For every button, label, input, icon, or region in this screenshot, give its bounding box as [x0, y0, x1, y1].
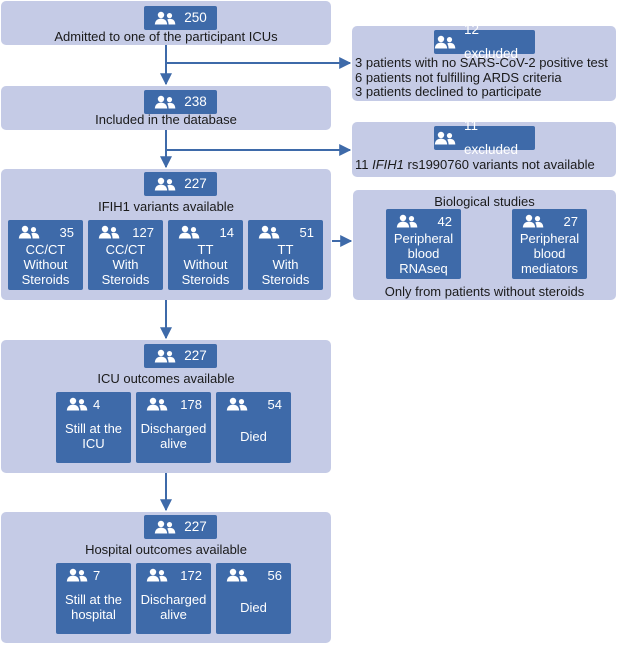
- group-count: 51: [299, 225, 314, 240]
- gene-name: IFIH1: [372, 157, 404, 172]
- hospital-item: 172 Discharged alive: [136, 563, 211, 634]
- icu-item-count: 178: [180, 397, 202, 412]
- people-icon: [154, 349, 176, 363]
- hospital-item-count: 56: [267, 568, 282, 583]
- excluded1-reason-2: 6 patients not fulfilling ARDS criteria: [355, 70, 562, 85]
- icu-item: 54 Died: [216, 392, 291, 463]
- bio-footer: Only from patients without steroids: [384, 284, 585, 299]
- people-icon: [154, 177, 176, 191]
- included-box: 238 Included in the database: [1, 86, 331, 130]
- hospital-item-label: Discharged alive: [140, 592, 207, 622]
- group-label: CC/CT With Steroids: [101, 242, 150, 287]
- hospital-box: 227 Hospital outcomes available 7 Still …: [1, 512, 331, 643]
- variant-group: 51 TT With Steroids: [248, 220, 323, 290]
- variants-box: 227 IFIH1 variants available 35 CC/CT Wi…: [1, 169, 331, 300]
- icu-label: ICU outcomes available: [97, 371, 235, 386]
- icu-badge: 227: [144, 344, 217, 368]
- people-icon: [258, 225, 280, 239]
- icu-item: 4 Still at the ICU: [56, 392, 131, 463]
- hospital-item-label: Still at the hospital: [64, 592, 123, 622]
- icu-item-count: 54: [267, 397, 282, 412]
- people-icon: [522, 214, 544, 228]
- variants-count: 227: [184, 176, 207, 191]
- icu-box: 227 ICU outcomes available 4 Still at th…: [1, 340, 331, 473]
- bio-label: Peripheral blood mediators: [519, 231, 580, 276]
- icu-item-label: Discharged alive: [140, 421, 207, 451]
- excluded1-badge: 12 excluded: [434, 22, 535, 61]
- bio-box: Biological studies 42 Peripheral blood R…: [353, 190, 616, 300]
- group-label: TT With Steroids: [261, 242, 310, 287]
- bio-count: 27: [563, 214, 578, 229]
- bio-count: 42: [437, 214, 452, 229]
- bio-item: 27 Peripheral blood mediators: [512, 209, 587, 279]
- bio-label: Peripheral blood RNAseq: [393, 231, 454, 276]
- people-icon: [66, 568, 88, 582]
- people-icon: [154, 95, 176, 109]
- variant-group: 35 CC/CT Without Steroids: [8, 220, 83, 290]
- hospital-badge: 227: [144, 515, 217, 539]
- people-icon: [146, 397, 168, 411]
- people-icon: [226, 568, 248, 582]
- hospital-item-count: 172: [180, 568, 202, 583]
- people-icon: [154, 520, 176, 534]
- icu-count: 227: [184, 348, 207, 363]
- admitted-box: 250 Admitted to one of the participant I…: [1, 1, 331, 45]
- variant-group: 14 TT Without Steroids: [168, 220, 243, 290]
- group-label: CC/CT Without Steroids: [21, 242, 70, 287]
- group-count: 35: [59, 225, 74, 240]
- icu-item-label: Still at the ICU: [64, 421, 123, 451]
- people-icon: [66, 397, 88, 411]
- admitted-count: 250: [184, 10, 207, 25]
- included-count: 238: [184, 94, 207, 109]
- people-icon: [98, 225, 120, 239]
- people-icon: [18, 225, 40, 239]
- excluded2-badge: 11 excluded: [434, 118, 535, 157]
- people-icon: [396, 214, 418, 228]
- excluded2-count: 11 excluded: [464, 118, 519, 157]
- excluded1-count: 12 excluded: [464, 22, 519, 61]
- admitted-badge: 250: [144, 6, 217, 30]
- hospital-item-count: 7: [93, 568, 101, 583]
- icu-item-label: Died: [240, 429, 267, 444]
- people-icon: [146, 568, 168, 582]
- people-icon: [434, 35, 456, 49]
- included-badge: 238: [144, 90, 217, 114]
- people-icon: [226, 397, 248, 411]
- excluded1-reason-1: 3 patients with no SARS-CoV-2 positive t…: [355, 55, 608, 70]
- group-count: 14: [219, 225, 234, 240]
- hospital-item: 7 Still at the hospital: [56, 563, 131, 634]
- icu-item-count: 4: [93, 397, 101, 412]
- excluded2-box: 11 excluded 11 IFIH1 rs1990760 variants …: [352, 118, 616, 177]
- bio-item: 42 Peripheral blood RNAseq: [386, 209, 461, 279]
- variants-label: IFIH1 variants available: [98, 199, 234, 214]
- people-icon: [154, 11, 176, 25]
- variants-badge: 227: [144, 172, 217, 196]
- hospital-item-label: Died: [240, 600, 267, 615]
- excluded1-box: 12 excluded 3 patients with no SARS-CoV-…: [352, 22, 616, 101]
- hospital-label: Hospital outcomes available: [85, 542, 247, 557]
- admitted-label: Admitted to one of the participant ICUs: [54, 29, 278, 44]
- group-label: TT Without Steroids: [181, 242, 230, 287]
- bio-title: Biological studies: [434, 194, 535, 209]
- hospital-count: 227: [184, 519, 207, 534]
- people-icon: [434, 131, 456, 145]
- excluded2-reason: 11 IFIH1 rs1990760 variants not availabl…: [355, 157, 595, 172]
- hospital-item: 56 Died: [216, 563, 291, 634]
- icu-item: 178 Discharged alive: [136, 392, 211, 463]
- people-icon: [178, 225, 200, 239]
- included-label: Included in the database: [95, 112, 237, 127]
- variant-group: 127 CC/CT With Steroids: [88, 220, 163, 290]
- excluded1-reason-3: 3 patients declined to participate: [355, 84, 542, 99]
- group-count: 127: [132, 225, 154, 240]
